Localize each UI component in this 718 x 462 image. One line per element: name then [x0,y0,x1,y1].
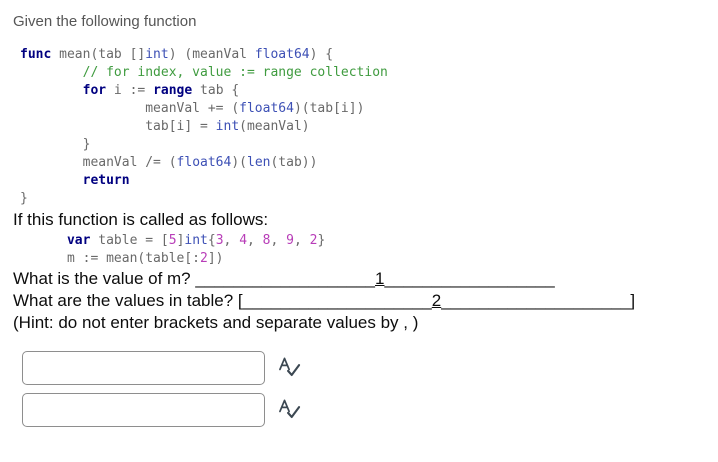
code-token: 2 [309,233,318,248]
blank-line-1-right: __________________ [384,269,555,288]
code-token: , [270,233,287,248]
code-token [20,233,67,248]
code-token: , [293,233,310,248]
code-token: m := mean(table[: [20,251,201,266]
code-line: meanVal += (float64)(tab[i]) [20,100,718,118]
code-token: len [247,155,271,170]
code-token: , [247,233,263,248]
code-token: mean(tab [] [51,47,146,62]
spellcheck-icon [278,399,301,421]
code-token: ) { [309,47,334,62]
code-token: func [20,47,52,62]
code-token: ] [176,233,185,248]
code-line: } [20,136,718,154]
code-line: meanVal /= (float64)(len(tab)) [20,154,718,172]
code-token: } [317,233,326,248]
code-token: tab[i] = [20,119,216,134]
answer-input-1[interactable] [22,351,265,385]
code-token: table = [ [90,233,169,248]
code-token: // for index, value := range collection [20,65,388,80]
question-table-values: What are the values in table? [_________… [13,290,718,312]
intro-line: If this function is called as follows: [13,210,269,229]
code-token: )( [231,155,247,170]
code-token: meanVal /= ( [20,155,177,170]
code-token: 4 [239,233,248,248]
answer-row-1 [22,351,718,385]
code-token [20,83,83,98]
code-token: int [145,47,169,62]
answer-row-2 [22,393,718,427]
blank-line-1-left: ___________________ [195,269,376,288]
code-token: ]) [207,251,224,266]
code-token: ) (meanVal [168,47,255,62]
blank-line-2-right: ____________________ [441,291,631,310]
code-token: 2 [200,251,208,266]
code-token: } [20,191,28,206]
bracket-open: [ [237,291,243,310]
answer-input-2[interactable] [22,393,265,427]
spellcheck-icon [278,357,301,379]
code-token: 8 [262,233,271,248]
code-token: float64 [254,47,310,62]
code-token: meanVal += ( [20,101,240,116]
code-token: range [153,83,193,98]
code-block-function-definition: func mean(tab []int) (meanVal float64) {… [20,46,718,208]
blank-marker-2: 2 [431,291,442,310]
question-m-value: What is the value of m? ________________… [13,268,718,290]
code-token: (meanVal) [239,119,310,134]
code-line: } [20,190,718,208]
code-token: (tab)) [270,155,318,170]
code-token: 5 [168,233,177,248]
code-token: tab { [192,83,240,98]
code-line: var table = [5]int{3, 4, 8, 9, 2} [20,232,718,250]
code-token: for [82,83,107,98]
code-token: { [207,233,216,248]
code-token [20,173,83,188]
code-token: i := [106,83,154,98]
code-line: for i := range tab { [20,82,718,100]
question-table-text: What are the values in table? [13,291,238,310]
code-token: )(tab[i]) [293,101,365,116]
code-line: m := mean(table[:2]) [20,250,718,268]
code-token: float64 [176,155,232,170]
hint-line: (Hint: do not enter brackets and separat… [13,313,419,332]
code-line: // for index, value := range collection [20,64,718,82]
code-token: , [223,233,240,248]
code-token: 3 [215,233,224,248]
bracket-close: ] [630,291,636,310]
code-token: } [20,137,91,152]
code-token: int [184,233,208,248]
code-block-function-call: var table = [5]int{3, 4, 8, 9, 2} m := m… [20,232,718,268]
question-m-text: What is the value of m? [13,269,196,288]
code-token: float64 [239,101,294,116]
code-line: func mean(tab []int) (meanVal float64) { [20,46,718,64]
code-token: 9 [286,233,294,248]
code-token: return [82,173,130,188]
code-token: int [215,119,240,134]
blank-marker-1: 1 [375,269,385,288]
code-line: tab[i] = int(meanVal) [20,118,718,136]
code-line: return [20,172,718,190]
blank-line-2-left: ____________________ [242,291,432,310]
page-title: Given the following function [13,13,197,30]
code-token: var [66,233,91,248]
